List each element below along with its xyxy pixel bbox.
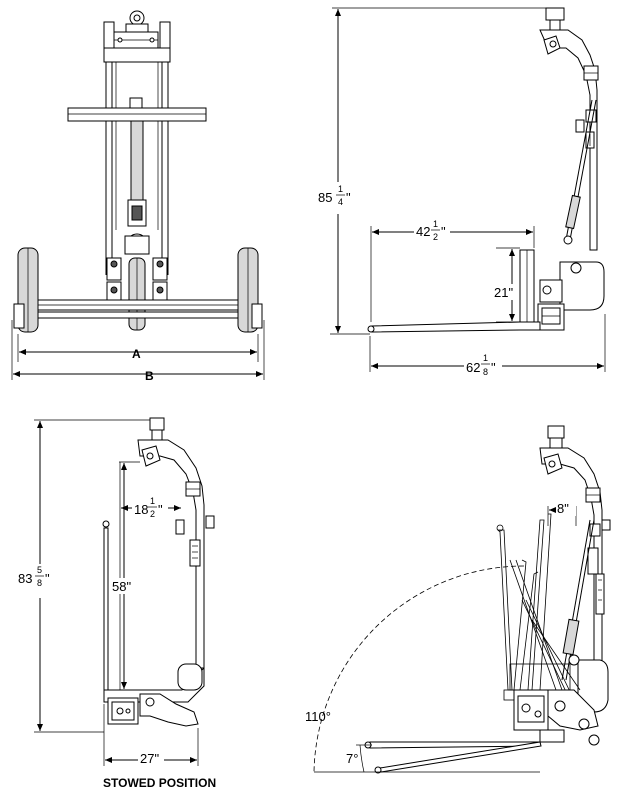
dim-a-label: A <box>132 347 141 361</box>
front-axle <box>29 299 245 319</box>
front-lifting-eye <box>113 10 159 49</box>
stowed-base <box>107 693 199 727</box>
rotation-offset-label: 8" <box>557 501 569 516</box>
stowed-height-whole: 83 <box>18 571 32 586</box>
side-lower-housing <box>537 235 605 331</box>
side-fork-length-unit: " <box>441 224 446 239</box>
front-mast <box>103 21 171 275</box>
stowed-gap-whole: 18 <box>134 502 148 517</box>
rotation-swing-arc: 110° <box>305 565 540 773</box>
side-overall-den: 8 <box>483 367 488 377</box>
stowed-fork-length-dimension: 58" <box>110 463 138 689</box>
side-view: 85 1 4 " 42 1 2 " 21" <box>316 7 606 378</box>
stowed-view: 83 5 8 " 18 1 2 " 58" <box>16 417 216 790</box>
stowed-height-den: 8 <box>37 578 42 588</box>
stowed-caption: STOWED POSITION <box>103 776 216 790</box>
side-height-den: 4 <box>338 197 343 207</box>
stowed-mast <box>137 417 215 669</box>
stowed-gap-den: 2 <box>150 509 155 519</box>
front-carriage <box>106 233 168 305</box>
stowed-height-num: 5 <box>37 565 42 575</box>
rotation-brace <box>561 519 595 681</box>
side-overall-length-dimension: 62 1 8 " <box>369 314 606 378</box>
stowed-depth-label: 27" <box>140 751 159 766</box>
stowed-fork-gap-dimension: 18 1 2 " <box>119 461 181 690</box>
front-right-wheel <box>237 247 263 333</box>
rotation-fork-ghosts <box>496 513 581 701</box>
rotation-forks-lowered <box>364 741 542 774</box>
side-overall-num: 1 <box>483 353 488 363</box>
dimension-a: A <box>17 334 259 362</box>
side-fork <box>367 249 541 333</box>
side-height-whole: 85 <box>318 190 332 205</box>
dim-b-label: B <box>145 369 154 383</box>
side-overall-whole: 62 <box>466 360 480 375</box>
side-fork-length-num: 1 <box>433 219 438 229</box>
side-height-num: 1 <box>338 184 343 194</box>
rotation-tilt-angle: 7° <box>346 751 358 766</box>
stowed-height-unit: " <box>45 571 50 586</box>
side-overall-unit: " <box>491 360 496 375</box>
stowed-depth-dimension: 27" <box>103 704 199 766</box>
front-handle-bar <box>67 97 207 122</box>
side-brace <box>565 99 597 241</box>
stowed-height-dimension: 83 5 8 " <box>16 419 150 733</box>
stowed-fork-length-label: 58" <box>112 579 131 594</box>
rotation-mast <box>539 425 611 713</box>
front-view: A B <box>11 10 265 383</box>
rotation-tilt-arc: 7° <box>346 744 372 773</box>
rotation-base <box>513 689 600 746</box>
side-height-unit: " <box>346 190 351 205</box>
side-fork-height-dimension: 21" <box>493 247 520 323</box>
side-height-dimension: 85 1 4 " <box>316 7 546 335</box>
front-cylinder <box>127 120 147 227</box>
side-fork-height-label: 21" <box>494 285 513 300</box>
side-fork-length-den: 2 <box>433 232 438 242</box>
stowed-gap-num: 1 <box>150 496 155 506</box>
front-center-wheel <box>128 257 146 331</box>
rotation-swing-angle: 110° <box>305 709 331 724</box>
side-fork-length-whole: 42 <box>416 224 430 239</box>
stowed-fork <box>102 520 205 703</box>
rotation-view: 8" 110° 7° <box>305 425 611 774</box>
front-left-wheel <box>13 247 39 333</box>
dimension-b: B <box>11 320 265 383</box>
stowed-gap-unit: " <box>158 502 163 517</box>
side-fork-length-dimension: 42 1 2 " <box>370 219 535 322</box>
side-mast <box>539 7 599 251</box>
rotation-offset-dimension: 8" <box>547 500 577 526</box>
